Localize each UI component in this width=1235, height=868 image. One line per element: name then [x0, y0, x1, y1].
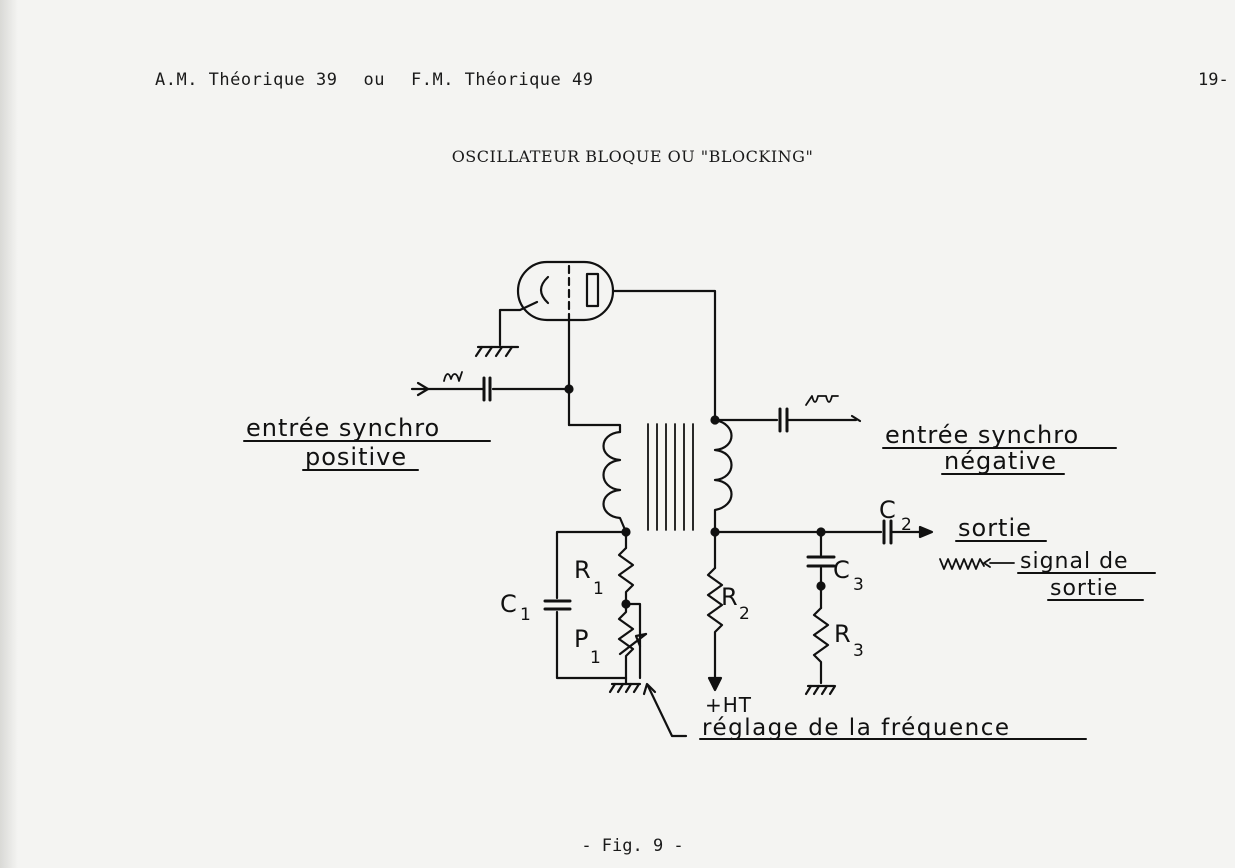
frequency-adjust-leader: [646, 684, 688, 738]
transformer-primary-coil: [602, 430, 628, 534]
transformer: [602, 418, 733, 534]
label-c1: C: [500, 590, 517, 618]
output-arrow: [918, 525, 934, 539]
supply-circuit: [706, 527, 724, 692]
label-c1-subscript: 1: [520, 605, 531, 625]
output-signal-label-line2: sortie: [1050, 576, 1118, 601]
label-underlines: [243, 440, 1156, 740]
label-r2: R: [721, 583, 738, 611]
course-or: ou: [363, 70, 385, 90]
input-negative-label-line2: négative: [944, 447, 1057, 475]
page-number: 19-: [1198, 70, 1229, 90]
course-reference: A.M. Théorique 39 ou F.M. Théorique 49: [155, 70, 619, 90]
output-circuit: [713, 519, 1015, 696]
label-r3-subscript: 3: [853, 641, 864, 661]
label-c2: C: [879, 496, 896, 524]
potentiometer-wiper: [634, 632, 648, 648]
input-negative-label-line1: entrée synchro: [885, 421, 1079, 449]
label-r3: R: [834, 620, 851, 648]
label-c3: C: [833, 556, 850, 584]
input-positive-label-line2: positive: [305, 443, 407, 471]
grid-rc-network: [543, 527, 688, 738]
tube-anode: [585, 272, 600, 308]
label-c3-subscript: 3: [853, 575, 864, 595]
supply-label: +HT: [705, 693, 752, 717]
label-p1-subscript: 1: [590, 648, 601, 668]
label-r1-subscript: 1: [593, 579, 604, 599]
resistor-r3: [812, 606, 830, 685]
label-r1: R: [574, 556, 591, 584]
frequency-adjust-label: réglage de la fréquence: [702, 715, 1011, 741]
schematic-labels: entrée synchro positive entrée synchro n…: [246, 414, 1129, 741]
course-fm: F.M. Théorique 49: [410, 70, 594, 90]
triode-tube: [516, 260, 615, 322]
output-waveform-glyph: [939, 558, 985, 570]
tube-cathode: [539, 275, 550, 305]
resistor-r1: [617, 546, 635, 606]
course-am: A.M. Théorique 39: [155, 70, 338, 90]
input-positive-label-line1: entrée synchro: [246, 414, 440, 442]
output-label: sortie: [958, 514, 1032, 542]
scan-edge: [0, 0, 18, 868]
positive-pulse-glyph: [443, 371, 463, 382]
grid-input-circuit: [410, 316, 622, 434]
page-title: OSCILLATEUR BLOQUE OU "BLOCKING": [451, 147, 814, 166]
ht-arrow: [707, 676, 723, 692]
output-signal-label-line1: signal de: [1020, 549, 1129, 574]
anode-circuit: [611, 289, 862, 433]
label-c2-subscript: 2: [901, 515, 912, 535]
resistor-r2: [706, 566, 724, 687]
negative-pulse-glyph: [805, 395, 839, 406]
input-arrow-positive: [416, 381, 430, 397]
potentiometer-p1: [617, 602, 635, 680]
cathode-ground-circuit: [474, 300, 539, 358]
label-p1: P: [574, 625, 588, 653]
label-r2-subscript: 2: [739, 604, 750, 624]
transformer-secondary-coil: [713, 418, 733, 534]
figure-caption: - Fig. 9 -: [581, 836, 684, 856]
